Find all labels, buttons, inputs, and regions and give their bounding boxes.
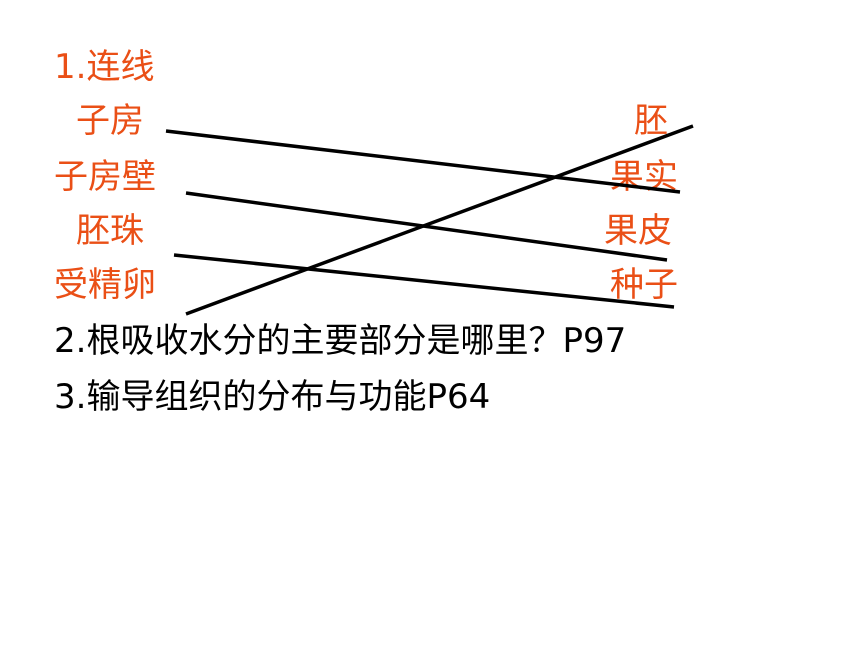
question3-text: 3.输导组织的分布与功能P64 bbox=[54, 377, 491, 417]
left-item-ovary-wall: 子房壁 bbox=[54, 157, 156, 197]
right-item-seed: 种子 bbox=[610, 265, 678, 305]
right-item-embryo: 胚 bbox=[634, 101, 668, 141]
right-item-fruit: 果实 bbox=[610, 157, 678, 197]
match-line-ovary-wall-pericarp bbox=[185, 191, 668, 262]
left-item-zygote: 受精卵 bbox=[54, 265, 156, 305]
question2-text: 2.根吸收水分的主要部分是哪里？P97 bbox=[54, 321, 627, 361]
match-line-ovule-seed bbox=[173, 253, 675, 309]
left-item-ovary: 子房 bbox=[76, 101, 144, 141]
left-item-ovule: 胚珠 bbox=[76, 211, 144, 251]
match-line-ovary-fruit bbox=[165, 129, 681, 194]
right-item-pericarp: 果皮 bbox=[604, 211, 672, 251]
question1-heading: 1.连线 bbox=[54, 47, 155, 87]
